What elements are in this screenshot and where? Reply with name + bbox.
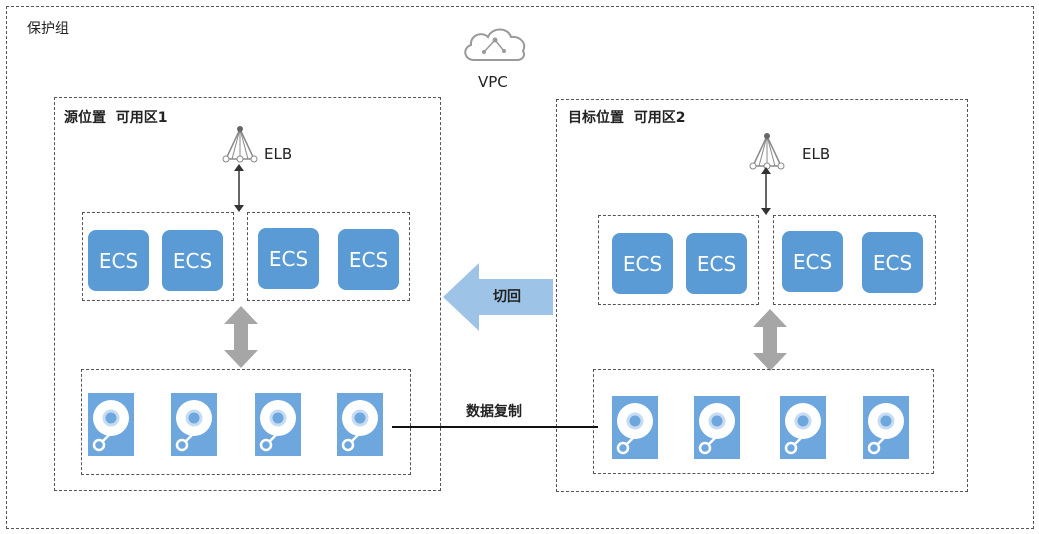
disk-icon [337, 393, 383, 456]
vpc-label: VPC [478, 73, 508, 91]
cloud-icon [464, 28, 526, 61]
protection-group-label: 保护组 [27, 21, 69, 37]
ecs-instance: ECS [862, 232, 923, 293]
source-ecs-group-1 [82, 212, 234, 301]
ecs-instance: ECS [686, 233, 747, 294]
target-elb-label: ELB [802, 145, 831, 163]
replication-line [392, 426, 598, 428]
disk-icon [780, 396, 826, 459]
ecs-instance: ECS [782, 231, 843, 292]
protection-group [6, 6, 1034, 529]
source-elb-icon [222, 126, 258, 163]
ecs-instance: ECS [88, 230, 149, 291]
disk-icon [255, 393, 301, 456]
target-ecs-group-1 [598, 215, 759, 305]
left-arrow-icon [443, 263, 553, 331]
disk-icon [171, 393, 217, 456]
source-elb-label: ELB [264, 145, 293, 163]
ecs-instance: ECS [162, 230, 223, 291]
source-zone-title: 源位置 可用区1 [64, 110, 168, 126]
failback-label: 切回 [493, 289, 521, 305]
source-zone [54, 97, 441, 491]
target-ecs-group-2 [773, 215, 936, 305]
target-storage-group [593, 369, 934, 474]
source-storage-group [81, 369, 411, 475]
source-elb-connector [234, 164, 244, 212]
source-ecs-group-2 [247, 212, 410, 301]
target-storage-arrow [753, 309, 787, 371]
source-storage-arrow [224, 306, 258, 368]
target-zone-title: 目标位置 可用区2 [568, 110, 686, 126]
ecs-instance: ECS [258, 228, 319, 289]
disk-icon [863, 396, 909, 459]
replication-label: 数据复制 [466, 404, 522, 420]
target-zone [556, 99, 968, 492]
disk-icon [612, 396, 658, 459]
ecs-instance: ECS [338, 229, 399, 290]
target-elb-connector [761, 167, 771, 215]
disk-icon [88, 393, 134, 456]
target-elb-icon [749, 133, 785, 170]
ecs-instance: ECS [612, 233, 673, 294]
disk-icon [694, 396, 740, 459]
